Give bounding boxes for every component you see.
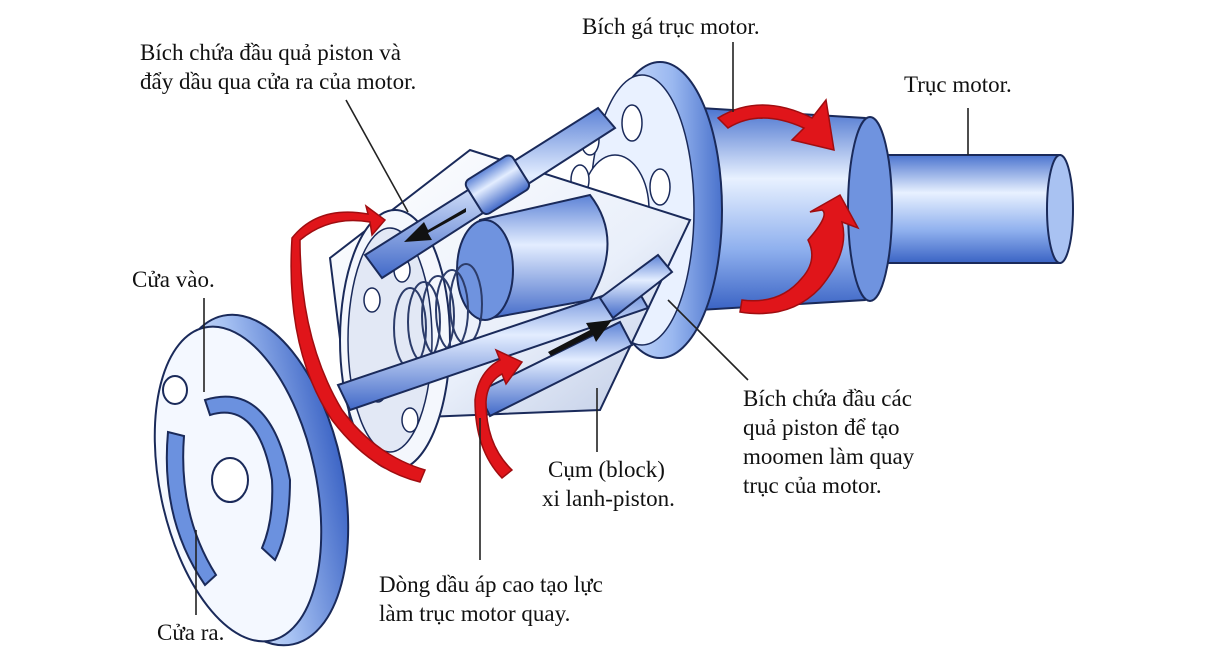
label-torque-flange-line1: Bích chứa đầu các <box>743 386 912 411</box>
label-shaft-flange: Bích gá trục motor. <box>582 14 760 39</box>
label-cylinder-block: Cụm (block) xi lanh-piston. <box>542 455 675 513</box>
label-piston-flange-line1: Bích chứa đầu quả piston và <box>140 40 401 65</box>
motor-shaft <box>859 154 1074 264</box>
black-flow-arrow-icon <box>404 208 466 242</box>
label-torque-flange: Bích chứa đầu các quả piston để tạo moom… <box>743 384 914 500</box>
black-flow-arrow-icon <box>548 320 612 356</box>
label-outlet-port: Cửa ra. <box>157 620 225 645</box>
curved-red-arrow-icon <box>716 98 835 151</box>
curved-red-arrow-icon <box>474 348 524 480</box>
leader-lines <box>195 42 969 615</box>
label-torque-flange-line2: quả piston để tạo <box>743 415 900 440</box>
label-pressure-flow-line2: làm trục motor quay. <box>379 601 571 626</box>
label-cylinder-block-line1: Cụm (block) <box>548 457 665 482</box>
label-pressure-flow-line1: Dòng dầu áp cao tạo lực <box>379 572 603 597</box>
label-torque-flange-line4: trục của motor. <box>743 473 882 498</box>
label-torque-flange-line3: moomen làm quay <box>743 444 915 469</box>
label-inlet-port: Cửa vào. <box>132 267 215 292</box>
central-drum <box>456 193 609 322</box>
label-piston-flange-line2: đẩy dầu qua cửa ra của motor. <box>140 69 417 94</box>
label-pressure-flow: Dòng dầu áp cao tạo lực làm trục motor q… <box>379 570 603 628</box>
port-plate <box>153 313 350 647</box>
curved-red-arrow-icon <box>739 193 860 315</box>
label-motor-shaft: Trục motor. <box>904 72 1012 97</box>
label-piston-flange: Bích chứa đầu quả piston và đẩy dầu qua … <box>140 38 416 96</box>
curved-red-arrow-icon <box>290 204 427 483</box>
label-cylinder-block-line2: xi lanh-piston. <box>542 486 675 511</box>
